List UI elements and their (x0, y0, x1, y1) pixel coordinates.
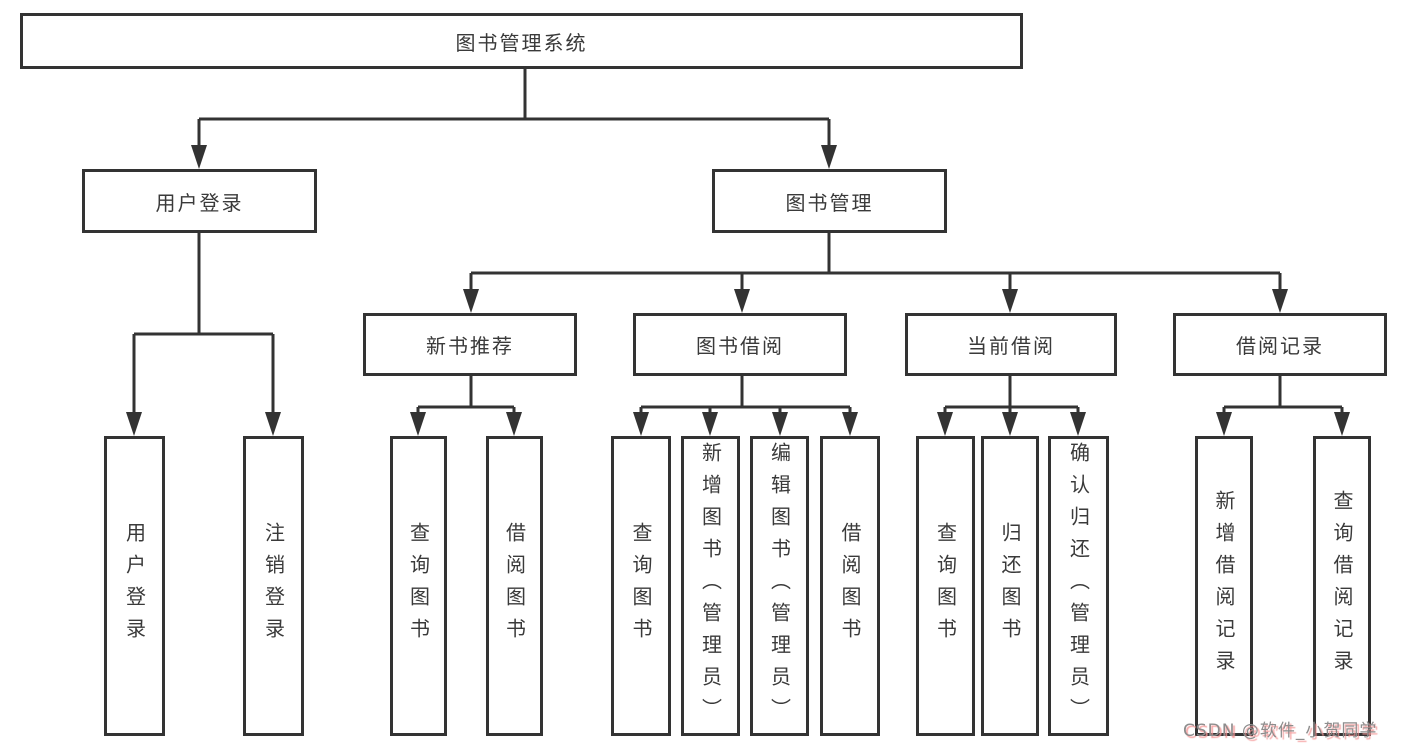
node-current-borrow: 当前借阅 (905, 313, 1117, 376)
node-root-system: 图书管理系统 (20, 13, 1023, 69)
node-user-login: 用户登录 (82, 169, 317, 233)
leaf-recommend-borrow-books: 借阅图书 (486, 436, 543, 736)
node-borrow-records-label: 借阅记录 (1236, 334, 1324, 358)
leaf-recommend-query-books: 查询图书 (390, 436, 447, 736)
leaf-query-borrow-record-label: 查询借阅记录 (1330, 490, 1354, 682)
leaf-confirm-return-admin-label: 确认归还（管理员） (1066, 442, 1091, 730)
node-book-borrow-label: 图书借阅 (696, 334, 784, 358)
leaf-query-borrow-record: 查询借阅记录 (1313, 436, 1371, 736)
node-book-management: 图书管理 (712, 169, 947, 233)
node-new-book-recommend: 新书推荐 (363, 313, 577, 376)
leaf-add-books-admin-label: 新增图书（管理员） (698, 442, 723, 730)
leaf-current-query-books: 查询图书 (916, 436, 975, 736)
node-current-borrow-label: 当前借阅 (967, 334, 1055, 358)
node-book-borrow: 图书借阅 (633, 313, 847, 376)
node-borrow-records: 借阅记录 (1173, 313, 1387, 376)
leaf-logout: 注销登录 (243, 436, 304, 736)
leaf-borrow-books: 借阅图书 (820, 436, 880, 736)
leaf-add-borrow-record: 新增借阅记录 (1195, 436, 1253, 736)
leaf-current-query-books-label: 查询图书 (933, 522, 958, 650)
leaf-borrow-query-books: 查询图书 (611, 436, 671, 736)
csdn-watermark: CSDN @软件_小贺同学 (1183, 721, 1378, 741)
leaf-borrow-books-label: 借阅图书 (838, 522, 862, 650)
leaf-borrow-query-books-label: 查询图书 (629, 522, 653, 650)
leaf-edit-books-admin: 编辑图书（管理员） (750, 436, 809, 736)
leaf-confirm-return-admin: 确认归还（管理员） (1048, 436, 1109, 736)
leaf-return-books-label: 归还图书 (998, 522, 1022, 650)
leaf-add-books-admin: 新增图书（管理员） (681, 436, 740, 736)
node-user-login-label: 用户登录 (155, 190, 244, 215)
leaf-recommend-query-books-label: 查询图书 (406, 522, 431, 650)
node-new-book-recommend-label: 新书推荐 (426, 334, 514, 358)
leaf-edit-books-admin-label: 编辑图书（管理员） (767, 442, 792, 730)
node-root-label: 图书管理系统 (455, 30, 588, 55)
leaf-add-borrow-record-label: 新增借阅记录 (1212, 490, 1236, 682)
leaf-user-login-label: 用户登录 (122, 522, 147, 650)
leaf-user-login: 用户登录 (104, 436, 165, 736)
leaf-recommend-borrow-books-label: 借阅图书 (502, 522, 527, 650)
node-book-management-label: 图书管理 (785, 190, 874, 215)
leaf-return-books: 归还图书 (981, 436, 1039, 736)
leaf-logout-label: 注销登录 (261, 522, 286, 650)
